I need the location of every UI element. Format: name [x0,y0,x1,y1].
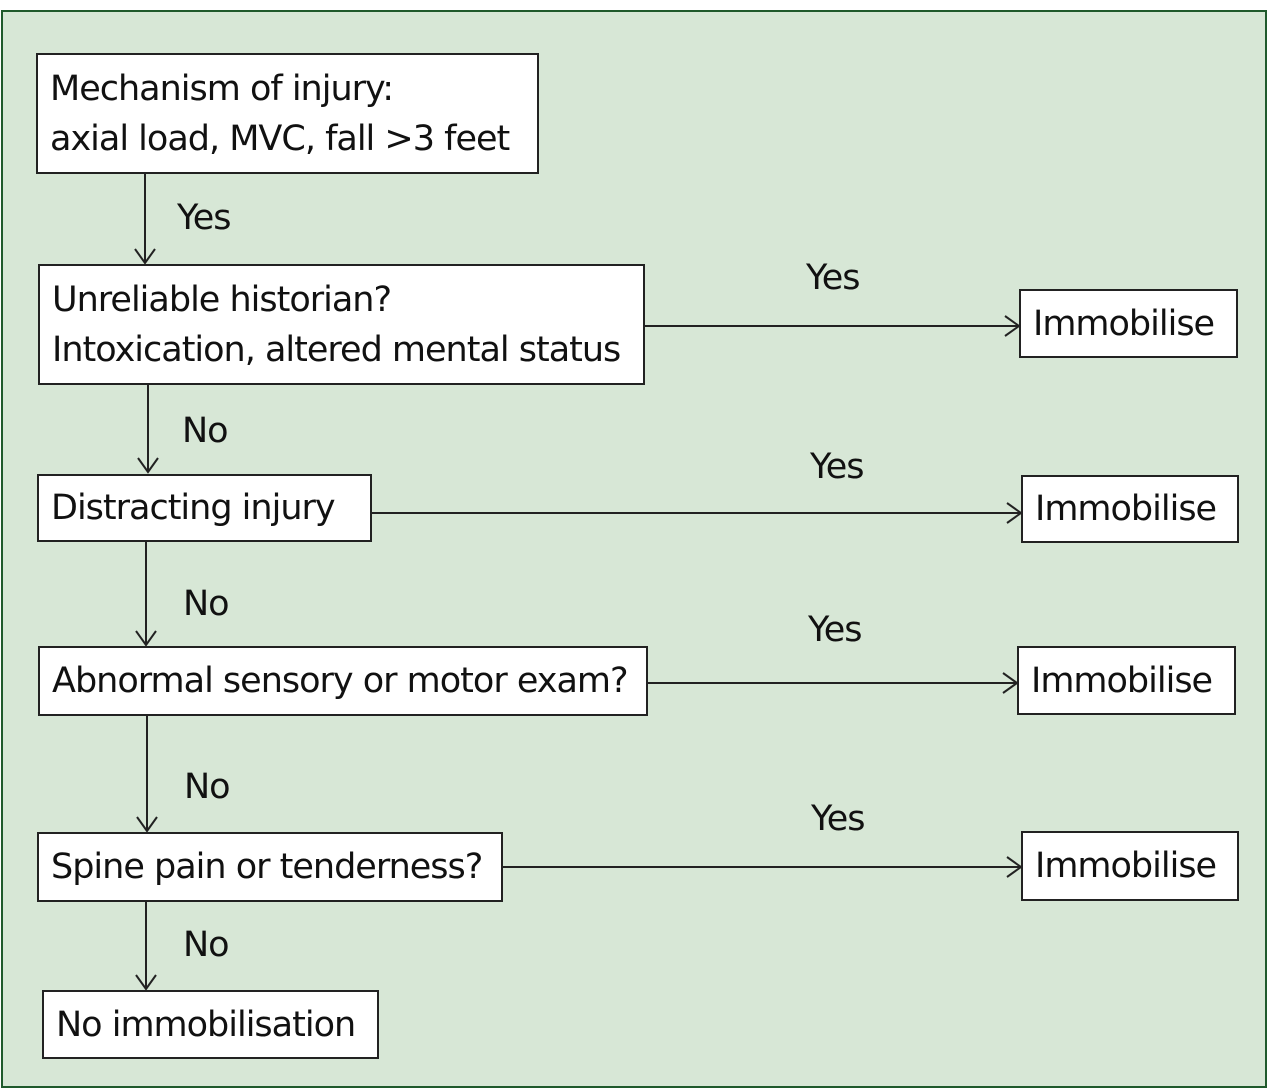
edge-label-exam-to-spine: No [184,767,231,807]
edge-label-hist-to-imm: Yes [806,258,860,298]
node-mechanism-of-injury: Mechanism of injury: axial load, MVC, fa… [36,53,539,174]
arrowhead-hist-to-dist [137,457,159,474]
arrowhead-mech-to-hist [134,248,156,265]
node-immobilise-2-text: Immobilise [1035,489,1217,529]
node-immobilise-2: Immobilise [1021,475,1239,543]
node-none-text: No immobilisation [56,1004,356,1045]
node-immobilise-3-text: Immobilise [1031,660,1213,701]
node-distracting-text: Distracting injury [51,488,336,528]
node-spine-pain: Spine pain or tenderness? [37,832,503,902]
arrowhead-dist-to-exam [135,630,157,647]
edge-label-hist-to-dist: No [182,411,229,451]
arrowhead-exam-to-spine [136,816,158,833]
node-immobilise-4: Immobilise [1021,831,1239,901]
node-historian-line2: Intoxication, altered mental status [52,329,621,370]
node-immobilise-4-text: Immobilise [1035,846,1217,886]
node-historian-line1: Unreliable historian? [52,279,392,320]
edge-label-exam-to-imm: Yes [808,610,862,650]
node-no-immobilisation: No immobilisation [42,990,379,1059]
node-distracting-injury: Distracting injury [37,474,372,542]
node-immobilise-1: Immobilise [1019,289,1238,358]
node-immobilise-1-text: Immobilise [1033,303,1215,344]
edge-label-mech-to-hist: Yes [177,198,231,238]
arrowhead-spine-to-none [135,974,157,991]
node-mechanism-line1: Mechanism of injury: [50,68,394,109]
node-immobilise-3: Immobilise [1017,646,1236,715]
node-mechanism-line2: axial load, MVC, fall >3 feet [50,118,510,159]
node-unreliable-historian: Unreliable historian? Intoxication, alte… [38,264,645,385]
edge-label-spine-to-none: No [183,925,230,965]
diagram-frame [1,10,1267,1088]
node-abnormal-exam: Abnormal sensory or motor exam? [38,646,648,716]
edge-label-spine-to-imm: Yes [811,799,865,839]
edge-label-dist-to-imm: Yes [810,447,864,487]
node-exam-text: Abnormal sensory or motor exam? [52,661,629,701]
node-spine-text: Spine pain or tenderness? [51,847,483,887]
edge-label-dist-to-exam: No [183,584,230,624]
